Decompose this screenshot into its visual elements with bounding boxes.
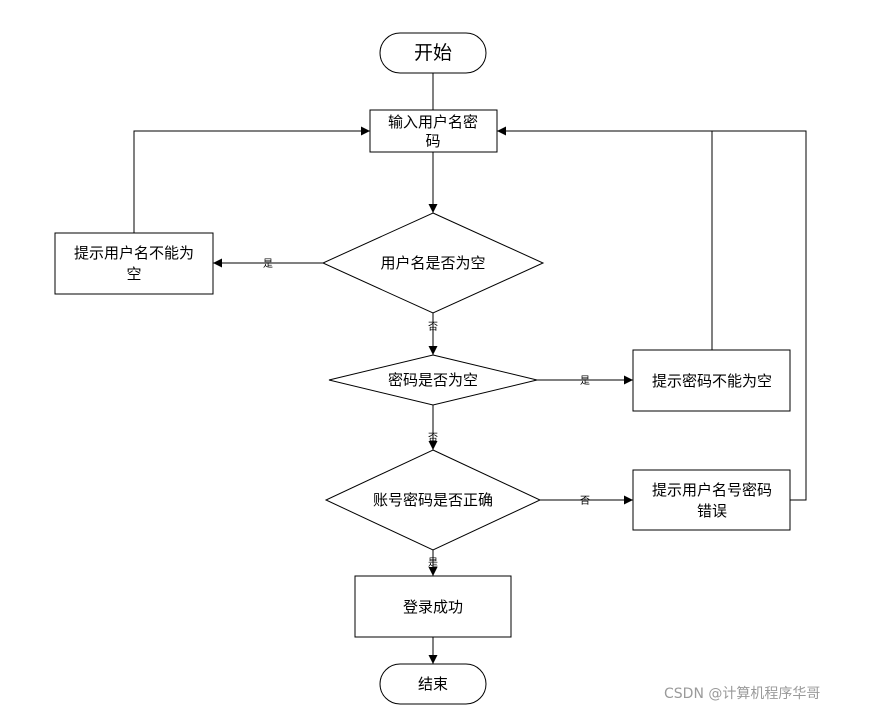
- username-warning-line2: 空: [126, 265, 141, 283]
- password-no-label: 否: [428, 432, 438, 444]
- edge-wrong-warning-back: [712, 130, 807, 501]
- password-warning-label: 提示密码不能为空: [652, 372, 772, 390]
- end-label: 结束: [418, 675, 448, 693]
- password-yes-label: 是: [580, 375, 590, 387]
- password-decision: [328, 354, 538, 406]
- password-check-label: 密码是否为空: [388, 371, 478, 389]
- username-no-label: 否: [428, 321, 438, 333]
- account-check-label: 账号密码是否正确: [373, 491, 493, 509]
- edge-username-warning-back: [133, 126, 370, 233]
- account-decision: [324, 449, 542, 551]
- account-yes-label: 是: [428, 557, 438, 569]
- username-decision: [321, 212, 545, 314]
- input-process: [369, 109, 498, 153]
- wrong-warning-process: [632, 469, 791, 531]
- watermark: CSDN @计算机程序华哥: [664, 686, 821, 702]
- username-yes-label: 是: [263, 258, 273, 270]
- username-warning-line1: 提示用户名不能为: [74, 244, 194, 262]
- username-check-label: 用户名是否为空: [380, 254, 485, 272]
- password-warning-process: [632, 349, 791, 412]
- wrong-warning-line2: 错误: [697, 502, 727, 520]
- account-no-label: 否: [580, 495, 590, 507]
- username-warning-process: [54, 232, 214, 295]
- start-terminal: [379, 32, 487, 74]
- success-process: [354, 575, 512, 638]
- start-label: 开始: [414, 42, 452, 64]
- input-label-line1: 输入用户名密: [388, 113, 478, 131]
- edge-password-warning-back: [497, 126, 713, 350]
- wrong-warning-line1: 提示用户名号密码: [652, 481, 772, 499]
- end-terminal: [379, 663, 487, 705]
- success-label: 登录成功: [403, 598, 463, 616]
- connectors: [133, 73, 807, 664]
- input-label-line2: 码: [425, 132, 440, 150]
